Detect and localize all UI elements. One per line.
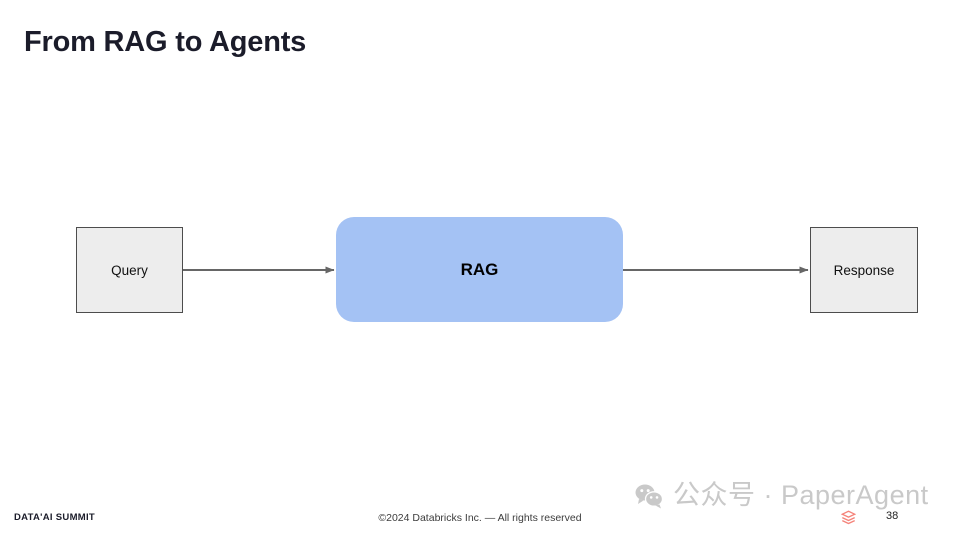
node-query-label: Query <box>111 262 148 278</box>
page-title: From RAG to Agents <box>24 26 307 58</box>
node-rag[interactable]: RAG <box>336 217 623 322</box>
databricks-logo-icon <box>841 510 856 525</box>
watermark: 公众号 · PaperAgent <box>634 482 929 509</box>
node-query[interactable]: Query <box>76 227 183 313</box>
watermark-text: 公众号 · PaperAgent <box>673 480 929 510</box>
slide-number: 38 <box>886 510 899 522</box>
node-rag-label: RAG <box>460 259 499 279</box>
node-response[interactable]: Response <box>810 227 918 313</box>
copyright-text: ©2024 Databricks Inc. — All rights reser… <box>378 512 582 524</box>
data-ai-summit-logo: DATA'AI SUMMIT <box>14 512 96 523</box>
node-response-label: Response <box>833 262 895 278</box>
wechat-icon <box>635 484 664 508</box>
